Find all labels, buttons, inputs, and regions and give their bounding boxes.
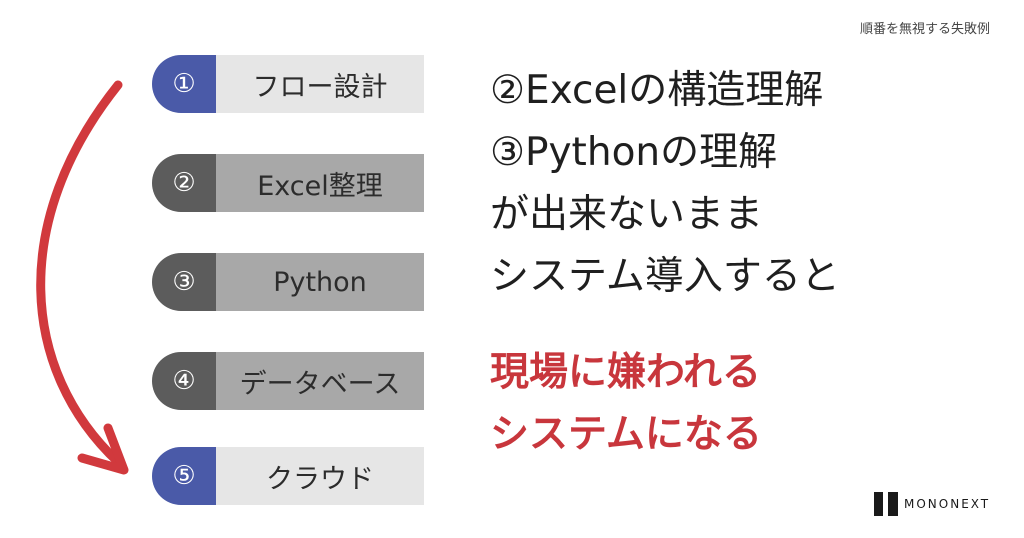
message-line: ②Excelの構造理解	[490, 68, 824, 113]
result-line: システムになる	[490, 412, 762, 457]
logo-text: MONONEXT	[904, 497, 991, 511]
step-label: Excel整理	[216, 154, 424, 212]
step-cloud: ⑤ クラウド	[152, 447, 424, 505]
flow-arrow-head	[77, 423, 129, 475]
step-label: Python	[216, 253, 424, 311]
step-number: ②	[152, 154, 216, 212]
message-text: ②Excelの構造理解 ③Pythonの理解 が出来ないまま システム導入すると	[490, 60, 840, 308]
brand-logo: MONONEXT	[874, 492, 990, 516]
message-line: ③Pythonの理解	[490, 130, 778, 175]
step-label: クラウド	[216, 447, 424, 505]
step-python: ③ Python	[152, 253, 424, 311]
message-line: が出来ないまま	[490, 192, 764, 237]
step-excel: ② Excel整理	[152, 154, 424, 212]
step-number: ④	[152, 352, 216, 410]
result-line: 現場に嫌われる	[490, 350, 762, 395]
result-text: 現場に嫌われる システムになる	[490, 342, 762, 466]
flow-arrow-line	[36, 80, 123, 467]
step-number: ⑤	[152, 447, 216, 505]
step-number: ①	[152, 55, 216, 113]
slide-label: 順番を無視する失敗例	[859, 22, 990, 37]
step-label: フロー設計	[216, 55, 424, 113]
logo-icon	[874, 492, 898, 516]
step-number: ③	[152, 253, 216, 311]
step-database: ④ データベース	[152, 352, 424, 410]
message-line: システム導入すると	[490, 254, 840, 299]
step-label: データベース	[216, 352, 424, 410]
step-flow-design: ① フロー設計	[152, 55, 424, 113]
